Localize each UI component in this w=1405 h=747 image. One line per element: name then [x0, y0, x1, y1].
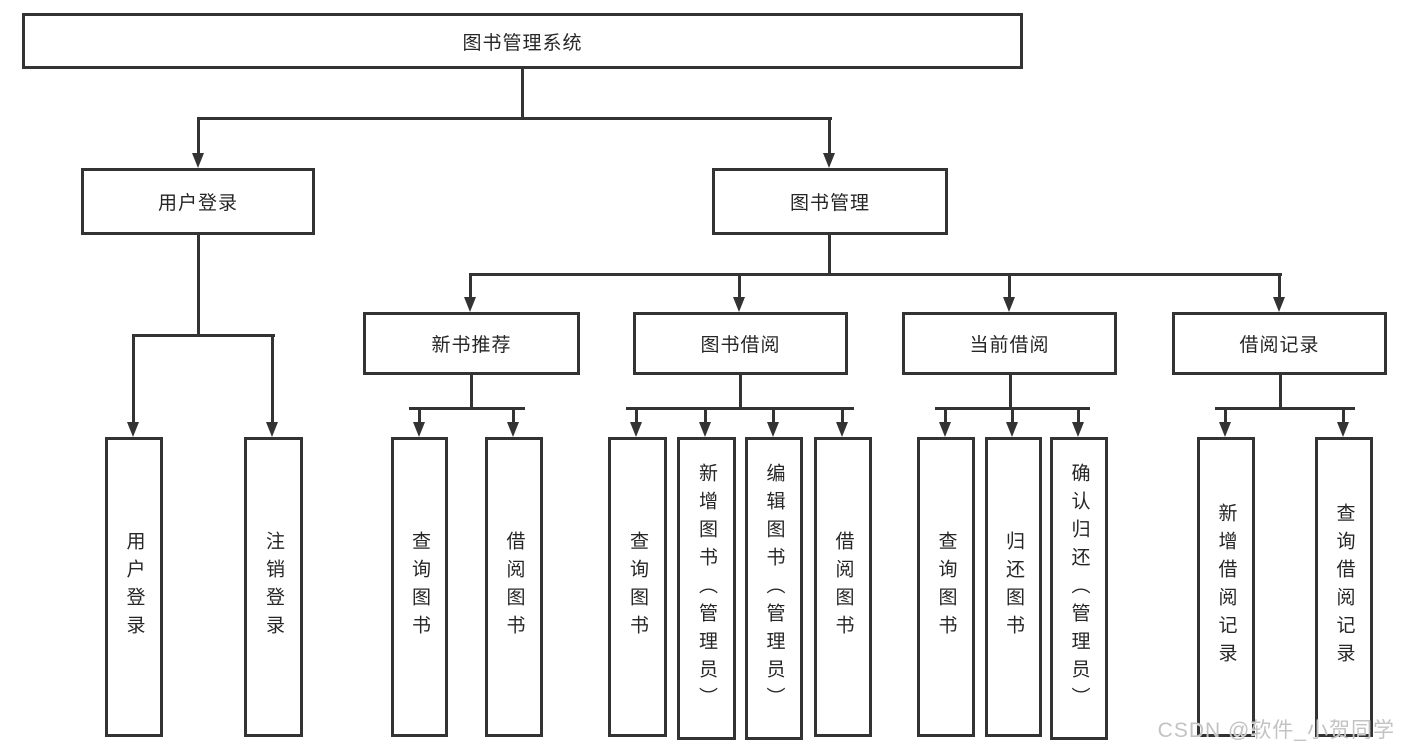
leaf-bb-borrow-books-label: 借阅图书: [832, 531, 854, 643]
leaf-nb-borrow-books-label: 借阅图书: [503, 531, 525, 643]
arrow-to-br-add: [1219, 407, 1231, 437]
leaf-logout: 注销登录: [244, 437, 303, 737]
leaf-cb-confirm-return-admin: 确认归还（管理员）: [1050, 437, 1108, 740]
arrow-to-new-book-recommend: [464, 273, 476, 312]
arrow-to-bb-add: [699, 407, 711, 437]
leaf-nb-query-books-label: 查询图书: [409, 531, 430, 643]
node-library-management-system: 图书管理系统: [22, 13, 1023, 69]
node-book-borrowing: 图书借阅: [633, 312, 848, 375]
csdn-watermark: CSDN @软件_小贺同学: [1157, 719, 1395, 742]
leaf-cb-return-books-label: 归还图书: [1003, 531, 1024, 643]
arrow-to-cb-return: [1006, 407, 1018, 437]
arrow-to-leaf-user-login: [127, 334, 139, 437]
leaf-br-add-record-label: 新增借阅记录: [1215, 503, 1237, 671]
connector-level3-rail: [470, 273, 1282, 276]
leaf-cb-query-books-label: 查询图书: [935, 531, 957, 643]
leaf-br-query-record: 查询借阅记录: [1315, 437, 1373, 737]
connector-cb-riser: [1009, 375, 1012, 407]
node-user-login: 用户登录: [81, 168, 315, 235]
connector-bb-riser: [739, 375, 742, 407]
arrow-to-book-management: [823, 117, 835, 168]
leaf-cb-query-books: 查询图书: [917, 437, 975, 737]
arrow-to-nb-borrow: [507, 407, 519, 437]
connector-user-login-riser: [197, 235, 200, 334]
arrow-to-cb-query: [939, 407, 951, 437]
connector-nb-riser: [470, 375, 473, 407]
arrow-to-book-borrowing: [733, 273, 745, 312]
leaf-bb-add-books-admin: 新增图书（管理员）: [677, 437, 736, 740]
leaf-logout-label: 注销登录: [263, 531, 284, 643]
connector-root-riser: [521, 69, 524, 117]
leaf-nb-borrow-books: 借阅图书: [485, 437, 543, 737]
leaf-bb-edit-books-admin: 编辑图书（管理员）: [745, 437, 803, 740]
leaf-user-login: 用户登录: [105, 437, 163, 737]
leaf-bb-add-books-admin-label: 新增图书（管理员）: [696, 462, 717, 715]
leaf-nb-query-books: 查询图书: [391, 437, 448, 737]
leaf-cb-confirm-return-admin-label: 确认归还（管理员）: [1068, 462, 1090, 715]
arrow-to-bb-borrow: [836, 407, 848, 437]
arrow-to-cb-confirm: [1072, 407, 1084, 437]
leaf-bb-edit-books-admin-label: 编辑图书（管理员）: [763, 462, 785, 715]
leaf-user-login-label: 用户登录: [123, 531, 145, 643]
connector-level2-rail: [198, 117, 832, 120]
arrow-to-user-login: [192, 117, 204, 168]
connector-user-login-rail: [133, 334, 275, 337]
leaf-bb-query-books: 查询图书: [608, 437, 667, 737]
arrow-to-leaf-logout: [266, 334, 278, 437]
node-new-book-recommend: 新书推荐: [363, 312, 580, 375]
arrow-to-bb-edit: [767, 407, 779, 437]
node-current-borrowing: 当前借阅: [902, 312, 1117, 375]
leaf-bb-query-books-label: 查询图书: [627, 531, 648, 643]
arrow-to-bb-query: [630, 407, 642, 437]
leaf-bb-borrow-books: 借阅图书: [814, 437, 872, 737]
leaf-cb-return-books: 归还图书: [985, 437, 1042, 737]
arrow-to-nb-query: [413, 407, 425, 437]
arrow-to-current-borrowing: [1003, 273, 1015, 312]
connector-br-rail: [1215, 407, 1355, 410]
connector-book-mgmt-riser: [828, 235, 831, 273]
arrow-to-borrowing-records: [1273, 273, 1285, 312]
node-borrowing-records: 借阅记录: [1172, 312, 1387, 375]
connector-bb-rail: [626, 407, 854, 410]
arrow-to-br-query: [1337, 407, 1349, 437]
connector-br-riser: [1279, 375, 1282, 407]
leaf-br-add-record: 新增借阅记录: [1197, 437, 1255, 737]
leaf-br-query-record-label: 查询借阅记录: [1333, 503, 1355, 671]
node-book-management: 图书管理: [712, 168, 948, 235]
connector-nb-rail: [409, 407, 525, 410]
